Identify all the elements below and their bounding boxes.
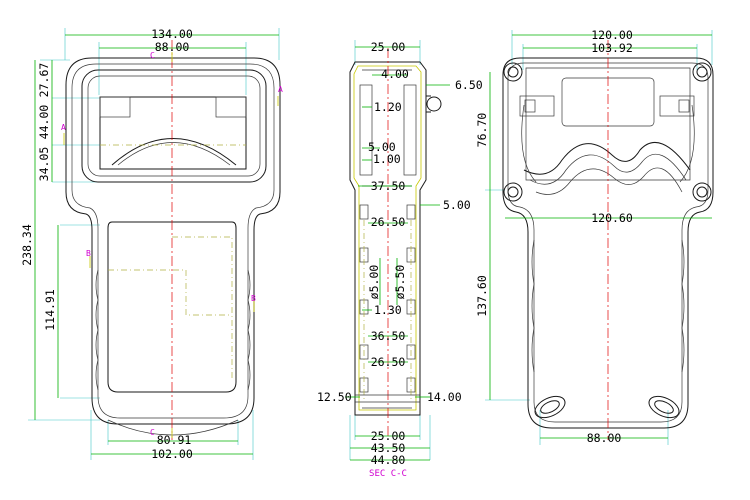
dim-sec-rib-c: 36.50 <box>371 329 406 343</box>
dim-sec-bottom-left: 12.50 <box>317 390 352 404</box>
dim-sec-side-step: 5.00 <box>443 198 471 212</box>
section-view: 25.00 4.00 6.50 1.20 5.00 1.00 37.50 5.0… <box>317 40 483 479</box>
dim-front-width-bottom: 102.00 <box>151 447 193 461</box>
marker-c-top: C <box>150 51 155 60</box>
dim-sec-hole-a: ø5.00 <box>367 265 381 300</box>
dim-sec-bottom-b: 43.50 <box>371 441 406 455</box>
dim-sec-rib-b: 26.50 <box>371 215 406 229</box>
dim-front-width-top: 134.00 <box>151 27 193 41</box>
dim-front-width-bottom-inner: 80.91 <box>157 433 192 447</box>
dim-sec-wall-c: 1.00 <box>373 152 401 166</box>
dim-back-width-top: 120.00 <box>591 28 633 42</box>
dim-back-height-lower: 137.60 <box>475 275 489 317</box>
marker-b-right: B <box>251 294 256 303</box>
marker-a-left: A <box>61 123 66 132</box>
dim-front-height-window: 44.00 <box>37 105 51 140</box>
dim-sec-wall-a: 1.20 <box>374 100 402 114</box>
dim-back-width-inner: 103.92 <box>591 41 633 55</box>
dim-front-height-gap: 34.05 <box>37 147 51 182</box>
back-view: 120.00 103.92 76.70 120.60 137.60 88.00 <box>475 28 714 445</box>
dim-front-height-top: 27.67 <box>37 63 51 98</box>
front-view: 134.00 88.00 27.67 44.00 34.05 238.34 11… <box>20 27 283 461</box>
dim-sec-top-step: 4.00 <box>381 67 409 81</box>
dim-sec-wall-d: 1.30 <box>374 303 402 317</box>
dim-sec-boss-right: 6.50 <box>455 78 483 92</box>
dim-front-height-grip: 114.91 <box>43 289 57 331</box>
marker-b-left: B <box>86 249 91 258</box>
dim-back-height-upper: 76.70 <box>475 113 489 148</box>
dim-sec-rib-a: 37.50 <box>371 179 406 193</box>
dim-sec-bottom-right: 14.00 <box>427 390 462 404</box>
dim-sec-bottom-a: 25.00 <box>371 429 406 443</box>
dim-front-width-window: 88.00 <box>155 40 190 54</box>
marker-a-right: A <box>278 85 283 94</box>
dim-back-width-mid: 120.60 <box>591 211 633 225</box>
dim-sec-top-width: 25.00 <box>371 40 406 54</box>
dim-sec-hole-b: ø5.50 <box>393 265 407 300</box>
dim-sec-wall-b: 5.00 <box>368 140 396 154</box>
dim-sec-rib-d: 26.50 <box>371 355 406 369</box>
dim-sec-bottom-c: 44.80 <box>371 453 406 467</box>
dim-back-width-bottom: 88.00 <box>587 431 622 445</box>
section-label: SEC C-C <box>369 469 407 479</box>
marker-c-bottom: C <box>150 428 155 437</box>
dim-front-height-total: 238.34 <box>20 224 34 266</box>
